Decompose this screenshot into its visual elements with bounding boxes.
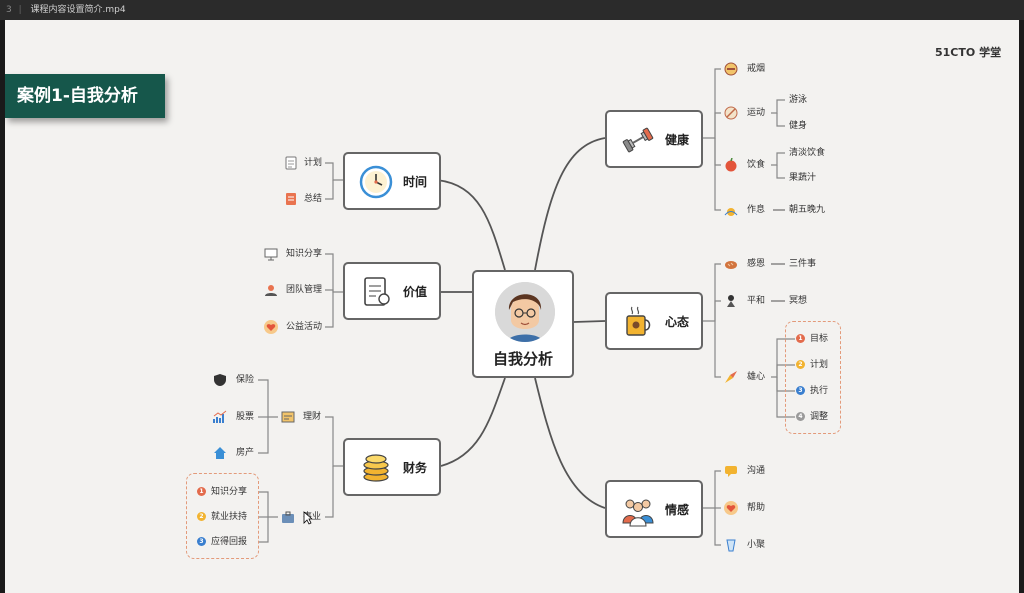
coins-icon: [363, 454, 389, 482]
finance-item-career: 事业: [303, 512, 322, 522]
health-diet: 饮食: [747, 160, 766, 170]
career-reward: 应得回报: [211, 537, 248, 547]
window-title: 课程内容设置简介.mp4: [30, 5, 126, 15]
mouse-cursor-icon: [303, 511, 313, 525]
topic-label: 财务: [403, 461, 428, 475]
heart-help-icon: [724, 501, 738, 515]
health-exercise: 运动: [747, 108, 766, 118]
center-node[interactable]: 自我分析: [472, 270, 574, 378]
health-rest: 作息: [747, 205, 766, 215]
center-label: 自我分析: [492, 350, 553, 368]
summary-icon: [286, 193, 296, 205]
finance-card-icon: [281, 411, 295, 423]
number-badge: 2: [197, 512, 206, 521]
mind-calm: 平和: [747, 296, 766, 306]
number-badge: 2: [796, 360, 805, 369]
brand-logo: 51CTO 学堂: [935, 46, 1002, 59]
apple-icon: [725, 158, 737, 172]
value-item-knowledge: 知识分享: [286, 249, 323, 259]
document-icon: [364, 277, 390, 306]
topic-label: 情感: [665, 503, 690, 517]
bread-icon: [725, 261, 737, 269]
plan-icon: [285, 156, 297, 170]
ambition-adjust: 调整: [810, 412, 829, 422]
rocket-icon: [725, 371, 737, 383]
emotion-gathering: 小聚: [747, 540, 766, 550]
career-support: 就业扶持: [211, 512, 248, 522]
insurance-icon: [214, 374, 226, 386]
number-badge: 3: [796, 386, 805, 395]
mind-gratitude: 感恩: [747, 259, 766, 269]
window-titlebar: 3 | 课程内容设置简介.mp4: [0, 0, 1024, 20]
number-badge: 1: [796, 334, 805, 343]
time-item-summary: 总结: [304, 194, 323, 204]
invest-property: 房产: [236, 448, 255, 458]
title-separator: |: [18, 5, 22, 15]
briefcase-icon: [282, 511, 294, 523]
value-item-charity: 公益活动: [286, 322, 323, 332]
number-badge: 3: [197, 537, 206, 546]
diet-juice: 果蔬汁: [789, 173, 817, 183]
case-title-banner: 案例1-自我分析: [5, 74, 165, 118]
health-quit-smoking: 戒烟: [747, 64, 766, 74]
file-index: 3: [6, 5, 12, 15]
topic-value[interactable]: 价值: [343, 262, 441, 320]
mindmap-connectors: [258, 68, 795, 546]
topic-label: 健康: [665, 133, 690, 147]
chat-bubble-icon: [725, 466, 737, 477]
topic-time[interactable]: 时间: [343, 152, 441, 210]
meditation-icon: [727, 295, 735, 307]
topic-label: 价值: [403, 285, 428, 299]
clock-icon: [359, 165, 393, 199]
topic-emotion[interactable]: 情感: [605, 480, 703, 538]
calm-meditation: 冥想: [789, 296, 808, 306]
sunrise-icon: [724, 208, 738, 216]
sport-swim: 游泳: [789, 95, 808, 105]
avatar-icon: [495, 282, 555, 342]
number-badge: 4: [796, 412, 805, 421]
invest-insurance: 保险: [236, 375, 255, 385]
heart-icon: [264, 320, 278, 334]
presentation-icon: [264, 248, 278, 261]
topic-finance[interactable]: 财务: [343, 438, 441, 496]
diet-light: 清淡饮食: [789, 148, 826, 158]
ambition-group-box: [785, 321, 841, 434]
drink-icon: [726, 539, 736, 552]
career-group-box: [186, 473, 259, 559]
emotion-communicate: 沟通: [747, 466, 766, 476]
people-group-icon: [622, 499, 654, 527]
sport-fitness: 健身: [789, 121, 808, 131]
topic-label: 心态: [665, 315, 690, 329]
career-knowledge: 知识分享: [211, 487, 248, 497]
time-item-plan: 计划: [304, 158, 323, 168]
ambition-plan: 计划: [810, 360, 829, 370]
rest-schedule: 朝五晚九: [789, 205, 826, 215]
topic-mind[interactable]: 心态: [605, 292, 703, 350]
slide-canvas: 案例1-自我分析 51CTO 学堂 自我分析 时间 计划 总结: [5, 20, 1019, 593]
dumbbell-icon: [622, 127, 654, 153]
number-badge: 1: [197, 487, 206, 496]
stocks-icon: [213, 410, 227, 423]
house-icon: [214, 447, 226, 459]
ambition-goal: 目标: [810, 334, 829, 344]
sport-icon: [724, 106, 738, 120]
topic-health[interactable]: 健康: [605, 110, 703, 168]
gratitude-three-things: 三件事: [789, 259, 817, 269]
topic-label: 时间: [403, 175, 428, 189]
value-item-team: 团队管理: [286, 285, 323, 295]
mind-ambition: 雄心: [747, 372, 766, 382]
leaf-dashes: [771, 209, 785, 302]
invest-stocks: 股票: [236, 412, 255, 422]
no-smoking-icon: [724, 62, 738, 76]
emotion-help: 帮助: [747, 503, 766, 513]
ambition-execute: 执行: [810, 386, 829, 396]
coffee-cup-icon: [626, 306, 651, 336]
team-icon: [265, 285, 277, 296]
finance-item-invest: 理财: [303, 412, 322, 422]
